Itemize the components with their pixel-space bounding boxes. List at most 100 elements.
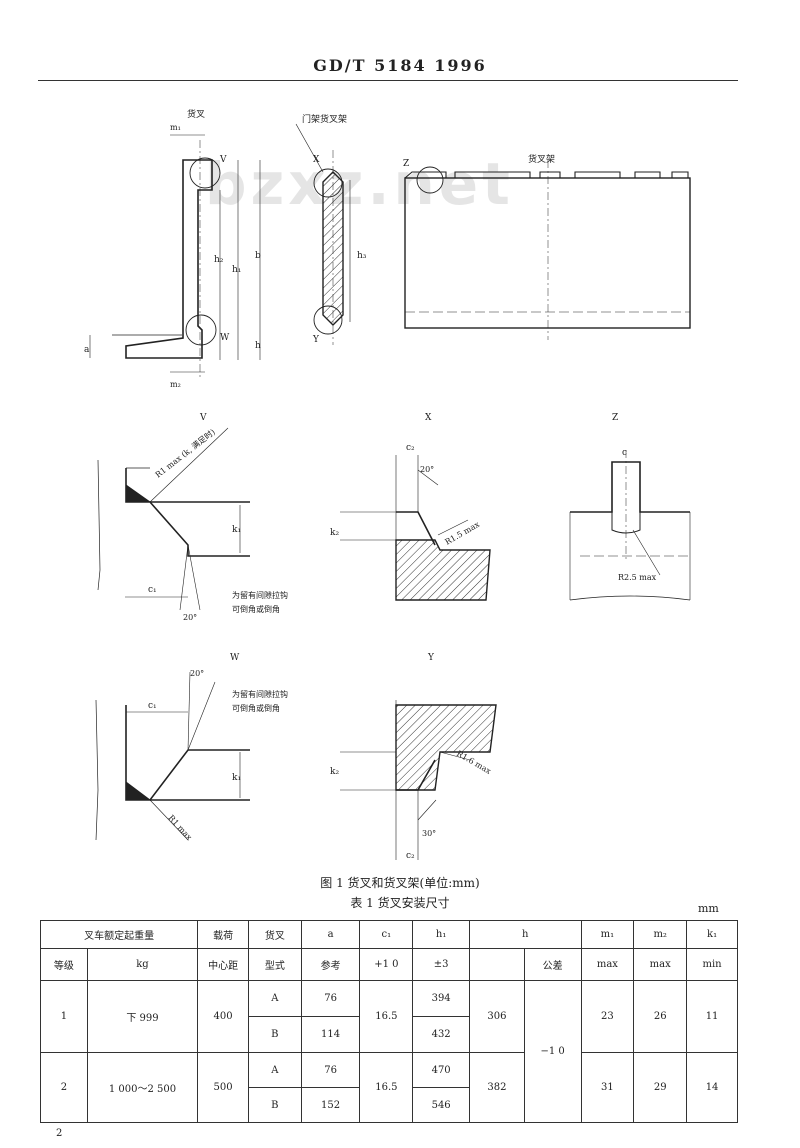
detail-Y-title: Y (427, 653, 435, 663)
X-c2-label: c₂ (406, 443, 415, 453)
cell-h1: 432 (412, 1016, 471, 1053)
h-label: h (255, 341, 261, 351)
cell-m2: 29 (633, 1052, 688, 1123)
col-load-center: 载荷 (197, 920, 249, 949)
cell-grade: 1 (40, 980, 88, 1053)
carriage-plate-label: 门架货叉架 (302, 113, 347, 125)
col-load-center-2: 中心距 (197, 948, 249, 981)
detail-V-title: V (199, 413, 207, 423)
cell-m1: 23 (580, 980, 635, 1053)
Z-label: Z (403, 159, 409, 169)
col-h: h (469, 920, 582, 949)
X-radius-label: R1.5 max (444, 520, 482, 547)
fork-label: 货叉 (187, 108, 205, 120)
Y-c2-label: c₂ (406, 851, 415, 861)
W-angle-label: 20° (190, 669, 204, 678)
col-a: a (300, 920, 361, 949)
W-label: W (220, 333, 230, 343)
X-k2-label: k₂ (330, 528, 339, 538)
cell-h1: 470 (412, 1052, 471, 1088)
Y-label: Y (312, 335, 320, 345)
cell-center: 400 (197, 980, 249, 1053)
col-k1: k₁ (686, 920, 738, 949)
table-caption: 表 1 货叉安装尺寸 (350, 896, 450, 910)
col-m1-max: max (580, 948, 635, 981)
fork-carriage-front (404, 160, 691, 340)
cell-k1: 11 (686, 980, 738, 1053)
Z-radius-label: R2.5 max (618, 573, 657, 582)
W-c1-label: c₁ (148, 701, 157, 711)
X-label: X (313, 155, 320, 165)
h3-label: h₃ (357, 251, 367, 261)
Y-k2-label: k₂ (330, 767, 339, 777)
cell-grade: 2 (40, 1052, 88, 1123)
W-note-2: 可倒角或倒角 (232, 703, 280, 713)
X-angle-label: 20° (420, 465, 434, 474)
cell-h: 306 (469, 980, 525, 1053)
V-c1-label: c₁ (148, 585, 157, 595)
h2-label: h₂ (214, 255, 224, 265)
cell-kg: 1 000～2 500 (86, 1052, 199, 1123)
fork-carriage-label: 货叉架 (528, 153, 555, 165)
V-radius-label: R1 max (k, 满足时) (153, 427, 217, 480)
figure-caption: 图 1 货叉和货叉架(单位:mm) (320, 876, 480, 890)
carriage-plate-section (295, 123, 351, 345)
fork-mounting-table: 叉车额定起重量 载荷 货叉 a c₁ h₁ h m₁ m₂ k₁ 等级 kg 中… (39, 920, 738, 1123)
V-k1-label: k₁ (232, 525, 241, 535)
col-fork-type: 型式 (247, 948, 302, 981)
col-m2-max: max (633, 948, 688, 981)
detail-Z-title: Z (612, 413, 618, 423)
cell-m1: 31 (580, 1052, 635, 1123)
W-note-1: 为留有间隙拉钩 (232, 689, 288, 699)
cell-type: A (247, 1052, 302, 1088)
cell-m2: 26 (633, 980, 688, 1053)
fork-elevation (89, 134, 261, 380)
page-number: 2 (56, 1128, 63, 1139)
detail-W (95, 671, 250, 841)
cell-center: 500 (197, 1052, 249, 1123)
table-row: 1 下 999 400 A 76 16.5 394 306 −1 0 23 26… (40, 980, 738, 1123)
table-row: 2 1 000～2 500 500 A 76 16.5 470 382 31 2… (40, 1052, 738, 1123)
detail-X-title: X (425, 413, 432, 423)
col-m1: m₁ (580, 920, 635, 949)
table-row: B 114 432 (41, 1016, 738, 1053)
cell-h1: 546 (412, 1087, 471, 1123)
a-label: a (84, 345, 90, 355)
standard-number: GD/T 5184 1996 (313, 56, 487, 75)
cell-c1: 16.5 (359, 1052, 414, 1123)
col-c1-tol: +1 0 (359, 948, 414, 981)
cell-h1: 394 (412, 980, 471, 1017)
watermark: bzxz.net (205, 150, 514, 218)
Y-angle-label: 30° (422, 829, 436, 838)
cell-c1: 16.5 (359, 980, 414, 1053)
col-m2: m₂ (633, 920, 688, 949)
cell-h: 382 (469, 1052, 525, 1123)
cell-type: B (247, 1016, 302, 1053)
cell-a: 76 (300, 980, 361, 1017)
col-h-blank (469, 948, 525, 981)
m2-label: m₂ (170, 380, 181, 389)
col-h-tol: 公差 (523, 948, 582, 981)
col-h1: h₁ (412, 920, 471, 949)
V-angle-label: 20° (183, 613, 197, 622)
b-label: b (255, 251, 261, 261)
cell-a: 152 (300, 1087, 361, 1123)
cell-type: A (247, 980, 302, 1017)
table-header-row-2: 等级 kg 中心距 型式 参考 +1 0 ±3 公差 max max min (40, 948, 738, 981)
technical-drawing: 货叉 m₁ m₂ a h₂ h₁ b h V W 门架货叉架 X Y h₃ 货叉… (84, 108, 691, 861)
cell-type: B (247, 1087, 302, 1123)
V-label: V (219, 155, 227, 165)
cell-k1: 14 (686, 1052, 738, 1123)
col-k1-min: min (686, 948, 738, 981)
W-k1-label: k₁ (232, 773, 241, 783)
detail-V (97, 427, 250, 611)
cell-a: 76 (300, 1052, 361, 1088)
cell-tol: −1 0 (523, 980, 582, 1123)
col-fork: 货叉 (247, 920, 302, 949)
col-kg: kg (86, 948, 199, 981)
col-grade: 等级 (40, 948, 88, 981)
h1-label: h₁ (232, 265, 241, 275)
col-a-ref: 参考 (300, 948, 361, 981)
Y-radius-label: R1.6 max (455, 749, 493, 776)
detail-Y (340, 700, 497, 860)
